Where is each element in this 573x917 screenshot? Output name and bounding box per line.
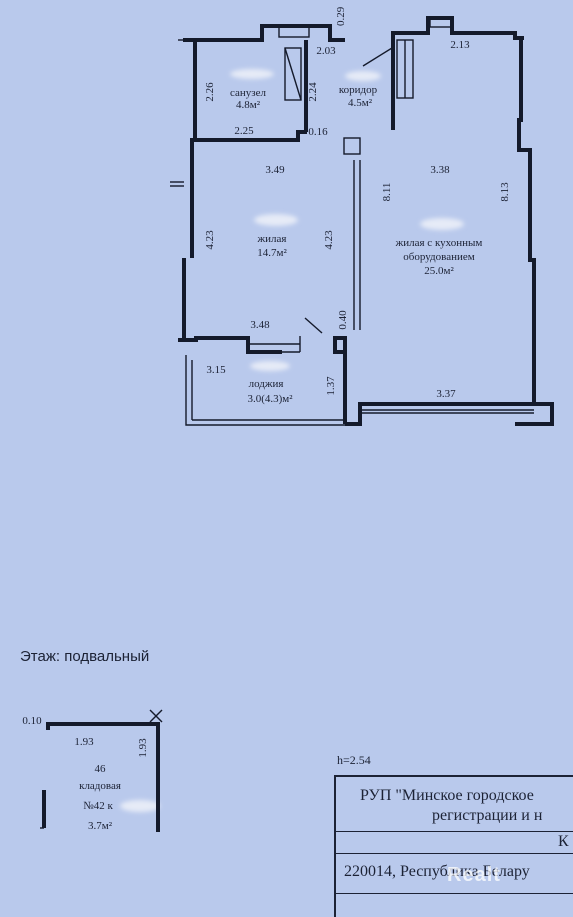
stamp-row-1: РУП "Минское городское регистрации и н bbox=[336, 777, 573, 832]
dimension-labels: 0.29 2.03 2.13 2.26 2.24 2.25 0.16 3.49 … bbox=[204, 6, 511, 400]
corridor-name: коридор bbox=[339, 84, 378, 96]
dim-3-38: 3.38 bbox=[430, 164, 450, 176]
watermark-logo: Realt bbox=[447, 864, 501, 886]
storage-dim-0-10: 0.10 bbox=[22, 715, 42, 727]
loggia-area: 3.0(4.3)м² bbox=[247, 393, 293, 405]
dim-2-26: 2.26 bbox=[204, 82, 216, 102]
dim-3-48: 3.48 bbox=[250, 319, 270, 331]
loggia-name: лоджия bbox=[249, 378, 284, 390]
apartment-walls bbox=[170, 16, 554, 426]
stamp-line-2: регистрации и н bbox=[432, 807, 543, 824]
dim-8-11: 8.11 bbox=[381, 183, 393, 202]
dim-3-49: 3.49 bbox=[265, 164, 285, 176]
dim-0-29: 0.29 bbox=[335, 6, 347, 26]
stamp-row-2: К bbox=[336, 831, 573, 854]
storage-name: кладовая bbox=[79, 780, 121, 792]
registration-stamp: РУП "Минское городское регистрации и н К… bbox=[334, 775, 573, 917]
stamp-line-3: К bbox=[558, 833, 569, 850]
dim-8-13: 8.13 bbox=[499, 182, 511, 202]
living-room-2-name-line2: оборудованием bbox=[403, 251, 474, 263]
dim-2-03: 2.03 bbox=[316, 45, 336, 57]
living-room-2-area: 25.0м² bbox=[424, 265, 454, 277]
dim-3-15: 3.15 bbox=[206, 364, 226, 376]
ceiling-height-note: h=2.54 bbox=[337, 753, 371, 767]
dim-3-37: 3.37 bbox=[436, 388, 456, 400]
dim-0-16: 0.16 bbox=[308, 126, 328, 138]
dim-4-23-right: 4.23 bbox=[323, 230, 335, 250]
storage-number: 46 bbox=[95, 763, 107, 775]
dim-2-25: 2.25 bbox=[234, 125, 254, 137]
living-room-2-name-line1: жилая с кухонным bbox=[395, 237, 483, 249]
bathroom-area: 4.8м² bbox=[236, 99, 261, 111]
storage-dim-1-93-vertical: 1.93 bbox=[137, 738, 149, 758]
corridor-area: 4.5м² bbox=[348, 97, 373, 109]
storage-dim-1-93-horizontal: 1.93 bbox=[74, 736, 94, 748]
dim-2-13: 2.13 bbox=[450, 39, 470, 51]
dim-4-23-left: 4.23 bbox=[204, 230, 216, 250]
redacted-room-numbers bbox=[120, 69, 464, 812]
stamp-line-1: РУП "Минское городское bbox=[360, 787, 534, 804]
living-room-1-area: 14.7м² bbox=[257, 247, 287, 259]
living-room-1-name: жилая bbox=[257, 233, 287, 245]
storage-area: 3.7м² bbox=[88, 820, 113, 832]
dim-2-24: 2.24 bbox=[307, 82, 319, 102]
storage-room-plan: 0.10 1.93 1.93 46 кладовая №42 к 3.7м² bbox=[22, 709, 163, 832]
dim-1-37: 1.37 bbox=[325, 376, 337, 396]
stamp-line-4: 220014, Республика Белару bbox=[344, 863, 530, 880]
dim-0-40: 0.40 bbox=[337, 310, 349, 330]
floor-label: Этаж: подвальный bbox=[20, 648, 150, 665]
stamp-row-3: 220014, Республика Белару bbox=[336, 853, 573, 894]
bathroom-name: санузел bbox=[230, 87, 267, 99]
storage-number-label: №42 к bbox=[83, 800, 113, 812]
